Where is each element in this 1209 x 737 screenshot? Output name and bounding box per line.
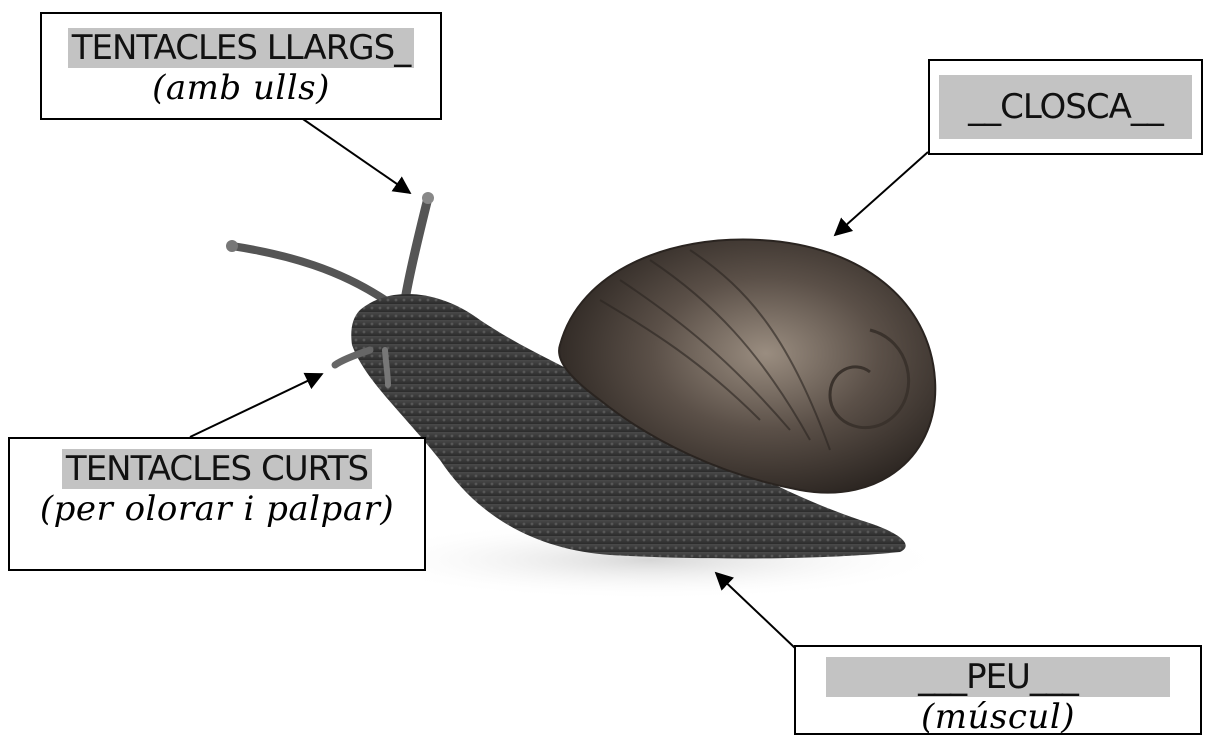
foot-title: ___PEU___ — [826, 657, 1170, 697]
label-foot: ___PEU___ (múscul) — [794, 645, 1202, 735]
label-shell: __CLOSCA__ — [928, 59, 1203, 155]
short-tentacles-title: TENTACLES CURTS — [62, 449, 372, 489]
long-tentacles-title: TENTACLES LLARGS_ — [68, 28, 415, 68]
short-tentacle-right — [385, 350, 388, 385]
foot-note: (múscul) — [796, 697, 1200, 737]
shell-title: __CLOSCA__ — [939, 75, 1192, 139]
label-long-tentacles: TENTACLES LLARGS_ (amb ulls) — [40, 12, 442, 120]
long-tentacle-left — [232, 246, 385, 300]
left-eye-tip — [226, 240, 238, 252]
label-short-tentacles: TENTACLES CURTS (per olorar i palpar) — [8, 437, 426, 571]
short-tentacles-note: (per olorar i palpar) — [10, 489, 424, 529]
right-eye-tip — [422, 192, 434, 204]
arrow-short-tentacles — [190, 374, 322, 437]
arrow-long-tentacles — [300, 117, 410, 193]
long-tentacle-right — [405, 198, 428, 300]
long-tentacles-note: (amb ulls) — [42, 68, 440, 108]
arrow-shell — [835, 152, 928, 235]
